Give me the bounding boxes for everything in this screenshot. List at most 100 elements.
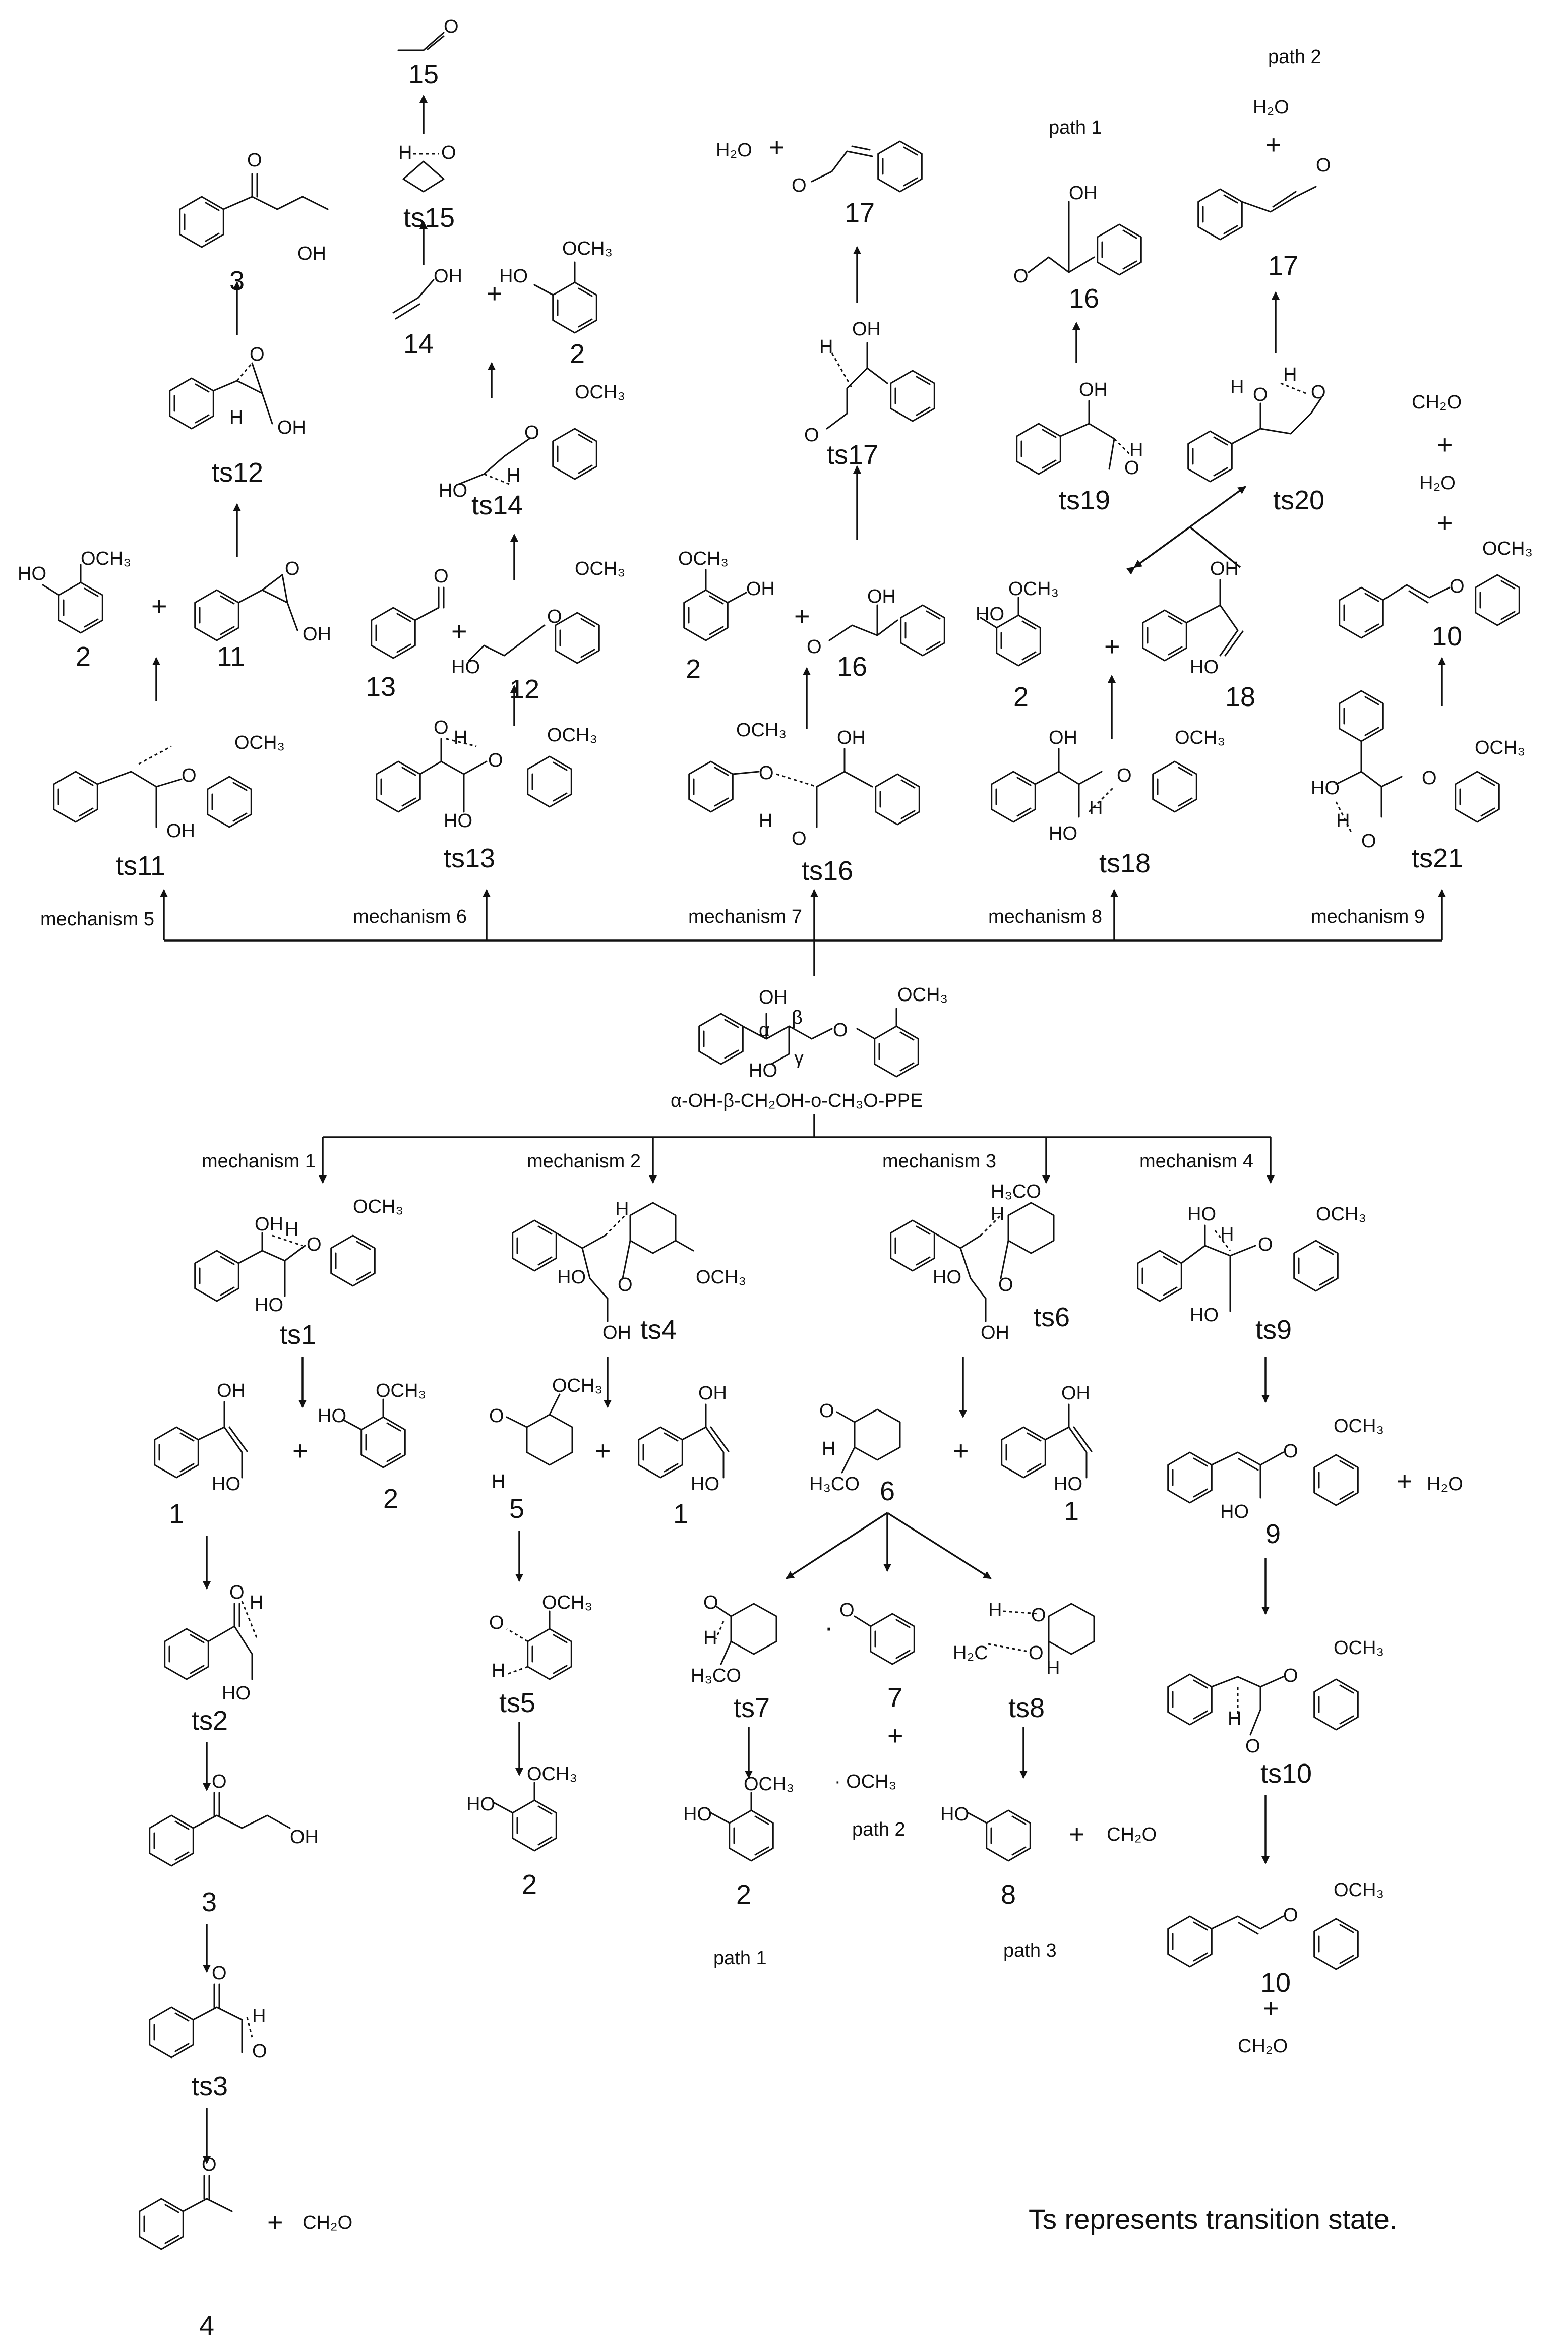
svg-text:H: H [1336, 810, 1350, 832]
formaldehyde-label: CH₂O [1412, 392, 1462, 413]
methoxy-radical-label: · OCH₃ [834, 1771, 896, 1792]
svg-text:HO: HO [1054, 1474, 1082, 1495]
svg-text:OCH₃: OCH₃ [234, 732, 285, 753]
ts17-label: ts17 [827, 440, 878, 470]
ts4-structure: H HO O OCH₃ OH ts4 [512, 1199, 746, 1345]
mechanism-1-label: mechanism 1 [202, 1151, 316, 1172]
svg-text:O: O [489, 1612, 504, 1633]
m3-product-6: 6 [880, 1476, 895, 1506]
svg-text:HO: HO [933, 1267, 961, 1288]
m3-path2-products: · O 7 + · OCH₃ path 2 [824, 1600, 915, 1840]
svg-text:OH: OH [217, 1380, 246, 1401]
svg-text:H₃CO: H₃CO [809, 1474, 860, 1495]
svg-text:O: O [1283, 1905, 1298, 1926]
mechanism-6-label: mechanism 6 [353, 906, 467, 927]
ts20-structure: H O H O ts20 [1187, 364, 1326, 515]
m5-products: OCH₃ HO 2 + O OH 11 [18, 548, 331, 672]
svg-text:H: H [819, 336, 833, 358]
product-4: O + CH₂O 4 [139, 2154, 352, 2341]
svg-text:OCH₃: OCH₃ [1475, 737, 1525, 758]
svg-text:HO: HO [691, 1474, 719, 1495]
ts7-structure: O H H₃CO ts7 [691, 1592, 777, 1723]
svg-text:O: O [1283, 1441, 1298, 1462]
svg-text:O: O [524, 422, 539, 443]
svg-text:OCH₃: OCH₃ [376, 1380, 426, 1401]
m1-product-2: 2 [383, 1484, 398, 1514]
m3-product-2: 2 [736, 1879, 751, 1910]
path-1-bottom-label: path 1 [713, 1948, 767, 1969]
svg-text:OH: OH [1061, 1383, 1090, 1404]
mechanism-4-label: mechanism 4 [1139, 1151, 1253, 1172]
svg-text:HO: HO [439, 480, 467, 501]
svg-text:OH: OH [434, 266, 462, 287]
beta-label: β [792, 1007, 803, 1028]
svg-text:H: H [398, 142, 412, 163]
product-3-bottom-label: 3 [202, 1887, 217, 1917]
svg-text:OH: OH [166, 820, 195, 842]
ts11-structure: O OCH₃ OH ts11 [53, 732, 285, 881]
plus-sign: + [151, 591, 167, 621]
m8-upper-products: path 2 H₂O + O 17 [1197, 46, 1331, 281]
svg-text:HO: HO [1311, 778, 1340, 799]
ts2-label: ts2 [192, 1706, 228, 1736]
ts8-label: ts8 [1008, 1693, 1045, 1723]
m3-product-7: 7 [887, 1683, 902, 1713]
product-15-label: 15 [408, 59, 439, 89]
m5-product-11: 11 [217, 641, 245, 672]
svg-text:O: O [1029, 1642, 1044, 1664]
svg-text:H: H [285, 1219, 298, 1240]
plus-sign: + [1263, 1993, 1279, 2023]
plus-sign: + [1437, 430, 1453, 460]
svg-text:OH: OH [746, 578, 775, 600]
svg-text:OCH₃: OCH₃ [1334, 1637, 1384, 1659]
m2-product-1: 1 [673, 1499, 688, 1529]
svg-text:O: O [807, 636, 822, 658]
svg-text:HO: HO [1190, 657, 1219, 678]
m2-product-5: 5 [509, 1494, 524, 1524]
svg-text:O: O [444, 16, 459, 37]
svg-text:O: O [488, 750, 503, 771]
svg-text:OCH₃: OCH₃ [736, 720, 787, 741]
water-label: H₂O [716, 140, 752, 161]
water-label: H₂O [1419, 473, 1456, 494]
svg-text:H: H [1230, 377, 1244, 398]
m1-products: OH HO 1 + OCH₃ HO 2 [154, 1380, 426, 1529]
svg-text:HO: HO [976, 604, 1004, 625]
reactant-name: α-OH-β-CH₂OH-o-CH₃O-PPE [671, 1090, 923, 1111]
ts4-label: ts4 [640, 1315, 677, 1345]
plus-sign: + [1069, 1819, 1085, 1849]
ts3-structure: O H O ts3 [149, 1963, 267, 2101]
svg-text:OCH₃: OCH₃ [575, 558, 625, 579]
ts13-label: ts13 [444, 843, 495, 873]
plus-sign: + [769, 132, 785, 162]
ts10-label: ts10 [1260, 1758, 1312, 1789]
path-3-bottom-label: path 3 [1003, 1940, 1057, 1961]
m8-product-2: 2 [1013, 682, 1029, 712]
path-2-top-label: path 2 [1268, 46, 1321, 68]
m6-product-13: 13 [366, 672, 396, 702]
svg-text:OH: OH [303, 624, 331, 645]
svg-text:O: O [1361, 831, 1376, 852]
svg-text:OH: OH [277, 417, 306, 438]
svg-text:O: O [1117, 765, 1132, 786]
svg-text:O: O [839, 1600, 855, 1621]
svg-text:O: O [819, 1400, 834, 1422]
svg-text:OH: OH [837, 727, 866, 748]
path-1-top-label: path 1 [1049, 117, 1102, 138]
svg-text:OH: OH [290, 1827, 319, 1848]
gamma-label: γ [794, 1047, 804, 1069]
m6-product-12: 12 [509, 674, 539, 704]
svg-text:O: O [792, 175, 807, 196]
ts1-label: ts1 [280, 1320, 316, 1350]
ts12-structure: O H OH ts12 [169, 344, 306, 488]
radical-dot: · [824, 1612, 833, 1642]
m7-products: OCH₃ OH 2 + O OH 16 [678, 548, 945, 684]
svg-text:O: O [703, 1592, 718, 1613]
svg-text:O: O [1316, 155, 1331, 176]
svg-text:HO: HO [683, 1804, 712, 1825]
water-label: H₂O [1427, 1474, 1463, 1495]
svg-text:H: H [822, 1438, 835, 1459]
svg-text:HO: HO [222, 1683, 251, 1704]
ts10-structure: O OCH₃ H O ts10 [1167, 1637, 1384, 1789]
